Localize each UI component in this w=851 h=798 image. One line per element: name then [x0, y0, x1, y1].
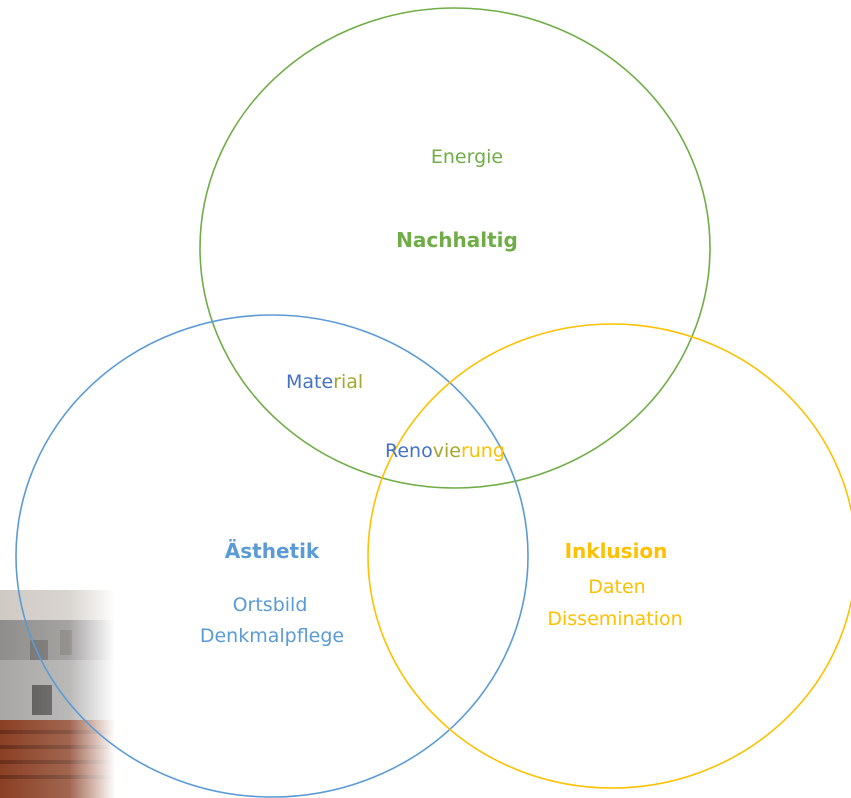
label-inklusion: Inklusion — [565, 539, 668, 563]
circle-inklusion — [367, 323, 851, 789]
label-denkmalpflege: Denkmalpflege — [200, 625, 344, 647]
photo-rooftops — [0, 590, 115, 798]
label-renovierung: Renovierung — [385, 440, 505, 462]
label-nachhaltig: Nachhaltig — [396, 228, 518, 252]
label-aesthetik: Ästhetik — [225, 539, 320, 563]
label-dissemination: Dissemination — [547, 608, 682, 630]
label-material: Material — [286, 371, 363, 393]
label-ortsbild: Ortsbild — [233, 594, 308, 616]
photo-facade-plants — [0, 0, 40, 390]
label-daten: Daten — [588, 576, 645, 598]
label-energie: Energie — [431, 146, 503, 168]
circle-nachhaltig — [199, 7, 711, 489]
circle-aesthetik — [15, 314, 529, 798]
